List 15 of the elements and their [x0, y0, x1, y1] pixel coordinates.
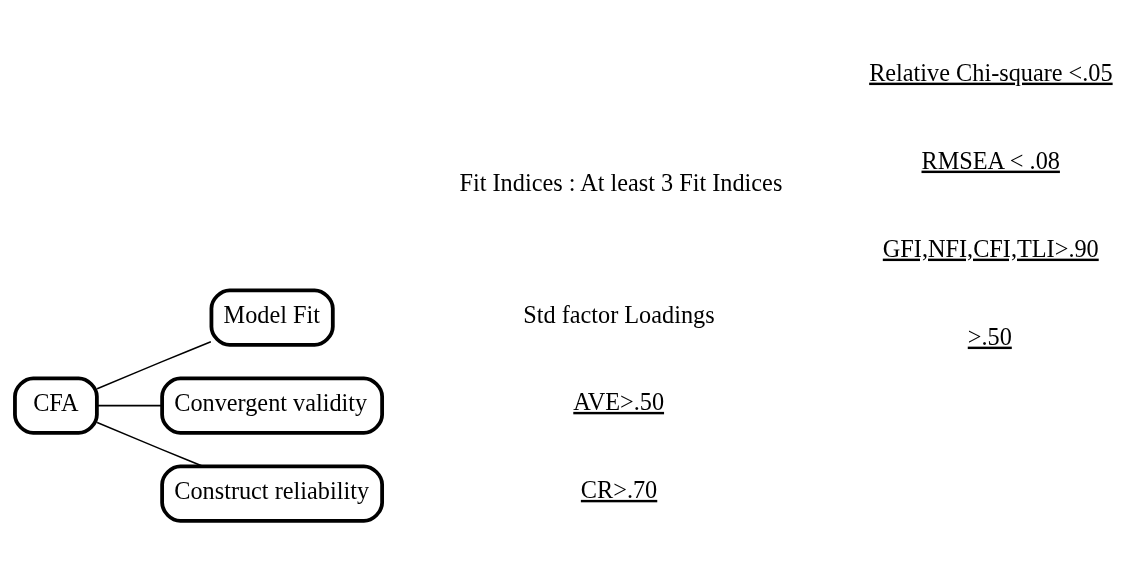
node-box: CFA [13, 376, 99, 435]
label: >.50 [967, 322, 1012, 350]
label: GFI,NFI,CFI,TLI>.90 [882, 234, 1099, 262]
label: AVE>.50 [573, 387, 665, 415]
label: Std factor Loadings [523, 301, 715, 329]
node-box: Convergent validity [160, 376, 384, 435]
connector [96, 404, 163, 407]
connector [96, 421, 204, 468]
label: CR>.70 [580, 475, 658, 503]
node-box: Construct reliability [160, 464, 384, 523]
label: Fit Indices : At least 3 Fit Indices [459, 169, 783, 197]
connector [96, 340, 212, 390]
label: RMSEA < .08 [921, 146, 1060, 174]
node-box: Model Fit [209, 288, 335, 347]
label: Relative Chi-square <.05 [869, 58, 1113, 86]
